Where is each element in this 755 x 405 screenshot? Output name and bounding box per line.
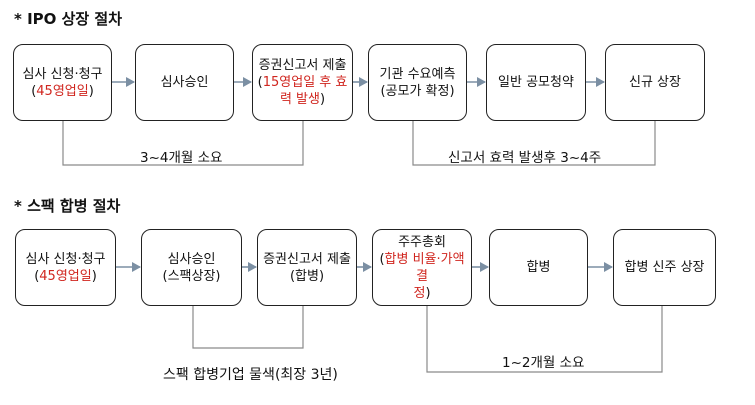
- ipo-step-demand-forecast: 기관 수요예측 (공모가 확정): [368, 44, 467, 121]
- ipo-step-registration: 증권신고서 제출 (15영업일 후 효 력 발생): [252, 44, 353, 121]
- step-sublabel-2: 력 발생): [279, 92, 326, 107]
- step-sublabel: (공모가 확정): [380, 83, 455, 99]
- step-label: 심사승인: [160, 75, 209, 90]
- step-sublabel: (합병): [289, 268, 325, 284]
- step-sublabel: (15영업일 후 효: [257, 75, 348, 90]
- spac-bracket-right: [426, 306, 663, 373]
- ipo-bracket-left: [62, 121, 304, 166]
- step-label: 심사 신청·청구: [25, 251, 106, 267]
- highlight-text: 45영업일: [36, 83, 89, 99]
- ipo-step-approval: 심사승인: [135, 44, 234, 121]
- spac-step-registration: 증권신고서 제출 (합병): [257, 229, 357, 306]
- ipo-step-application: 심사 신청·청구 (45영업일): [13, 44, 112, 121]
- step-label: 일반 공모청약: [498, 75, 574, 90]
- spac-step-application: 심사 신청·청구 (45영업일): [15, 229, 116, 306]
- step-sublabel: (45영업일): [31, 83, 94, 99]
- step-label: 기관 수요예측: [379, 66, 456, 82]
- spac-step-shareholder-meeting: 주주총회 (합병 비율·가액 결 정): [372, 229, 472, 306]
- spac-duration-note-left: 스팩 합병기업 물색(최장 3년): [163, 367, 338, 383]
- step-sublabel: (스팩상장): [162, 268, 221, 284]
- step-label: 합병 신주 상장: [624, 260, 705, 275]
- spac-step-new-share-listing: 합병 신주 상장: [613, 229, 716, 306]
- step-label: 합병: [526, 260, 551, 275]
- highlight-text: 정: [413, 285, 426, 301]
- highlight-text: 합병 비율·가액 결: [384, 251, 465, 284]
- spac-section-title: * 스팩 합병 절차: [14, 197, 121, 215]
- step-label: 주주총회: [398, 234, 446, 250]
- step-label: 신규 상장: [629, 75, 681, 90]
- step-label: 심사 신청·청구: [22, 66, 103, 82]
- step-sublabel-2: 정): [413, 285, 431, 301]
- ipo-duration-note-left: 3~4개월 소요: [140, 150, 223, 166]
- spac-step-merger: 합병: [489, 229, 588, 306]
- highlight-text: 력 발생: [279, 92, 320, 107]
- ipo-section-title: * IPO 상장 절차: [14, 10, 123, 28]
- ipo-bracket-right: [412, 121, 656, 166]
- step-label: 증권신고서 제출: [263, 251, 351, 267]
- ipo-step-listing: 신규 상장: [605, 44, 705, 121]
- step-sublabel: (45영업일): [34, 268, 97, 284]
- step-sublabel: (합병 비율·가액 결: [379, 251, 465, 284]
- highlight-text: 45영업일: [39, 268, 92, 284]
- highlight-text: 15영업일 후 효: [262, 75, 348, 90]
- spac-step-approval: 심사승인 (스팩상장): [141, 229, 242, 306]
- step-label: 심사승인: [167, 251, 216, 267]
- step-label: 증권신고서 제출: [258, 58, 347, 73]
- ipo-duration-note-right: 신고서 효력 발생후 3~4주: [448, 150, 602, 166]
- ipo-step-subscription: 일반 공모청약: [486, 44, 586, 121]
- spac-duration-note-right: 1~2개월 소요: [502, 355, 585, 371]
- spac-bracket-left: [192, 306, 304, 349]
